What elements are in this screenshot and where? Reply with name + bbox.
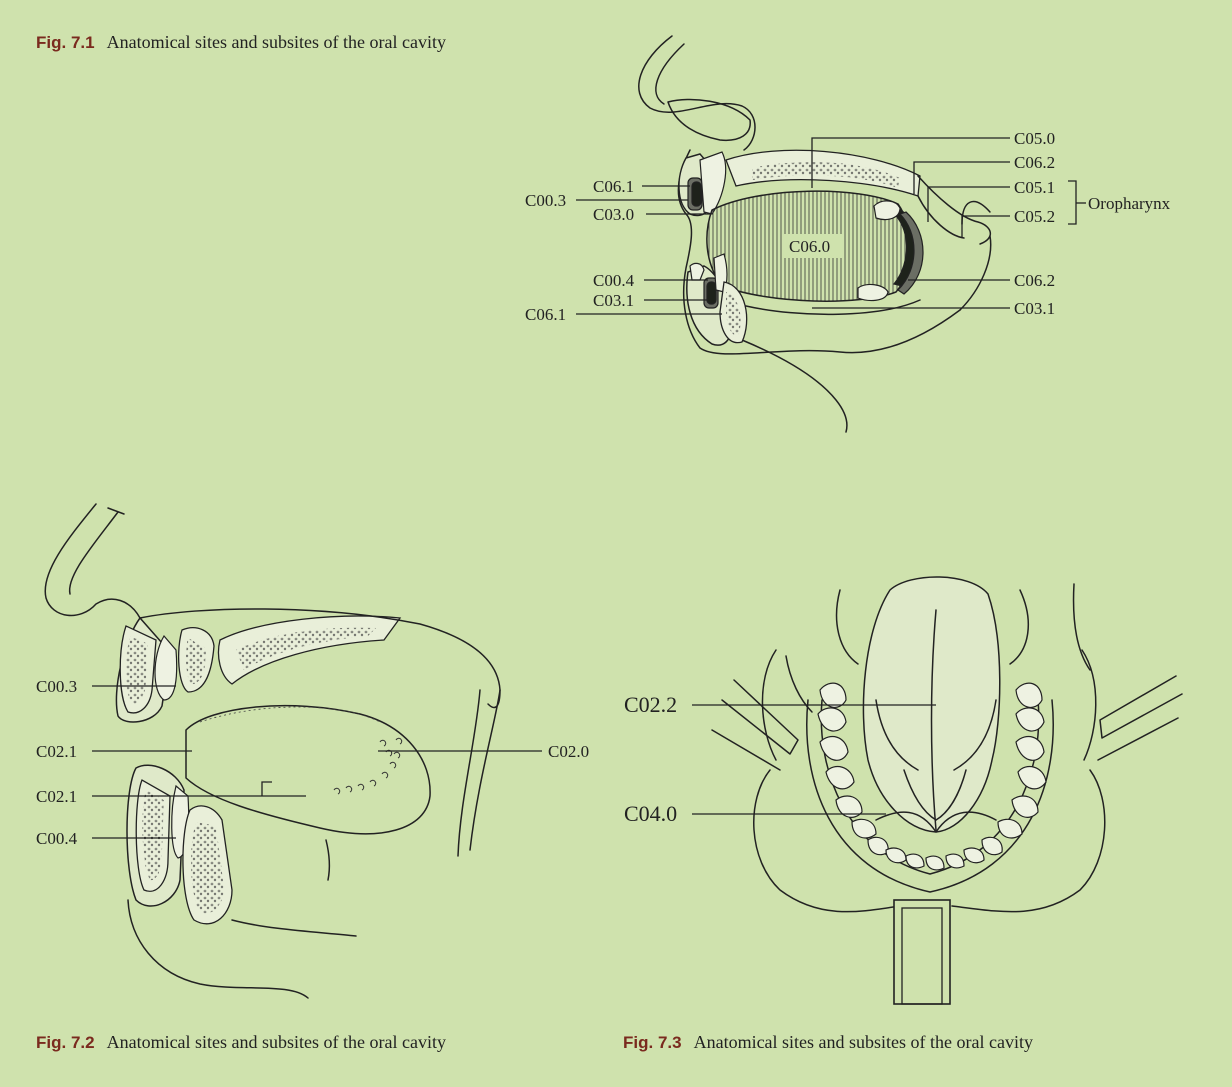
label-c06-1-upper: C06.1	[593, 177, 634, 196]
label-c03-1-left: C03.1	[593, 291, 634, 310]
figure-7-1-illustration	[638, 35, 992, 433]
figure-7-2-caption: Fig. 7.2 Anatomical sites and subsites of…	[36, 1032, 446, 1053]
label-c06-1-lower: C06.1	[525, 305, 566, 324]
label-c05-2: C05.2	[1014, 207, 1055, 226]
label-c05-1: C05.1	[1014, 178, 1055, 197]
label-c00-4-fig2: C00.4	[36, 829, 78, 848]
label-c03-0: C03.0	[593, 205, 634, 224]
label-c05-0: C05.0	[1014, 129, 1055, 148]
label-c02-0: C02.0	[548, 742, 589, 761]
figure-7-2-caption-text: Anatomical sites and subsites of the ora…	[106, 1032, 446, 1052]
figure-7-3-illustration	[711, 576, 1183, 1005]
figure-7-1-number: Fig. 7.1	[36, 33, 95, 52]
figure-7-3-caption: Fig. 7.3 Anatomical sites and subsites of…	[623, 1032, 1033, 1053]
label-c04-0: C04.0	[624, 801, 677, 826]
label-c02-2: C02.2	[624, 692, 677, 717]
label-c02-1-b: C02.1	[36, 787, 77, 806]
figure-7-2-illustration	[44, 503, 501, 999]
label-c00-3: C00.3	[525, 191, 566, 210]
label-c06-2-lower: C06.2	[1014, 271, 1055, 290]
figure-7-2-number: Fig. 7.2	[36, 1033, 95, 1052]
figure-7-1-caption: Fig. 7.1 Anatomical sites and subsites of…	[36, 32, 446, 53]
label-c03-1-right: C03.1	[1014, 299, 1055, 318]
figure-7-2-leaders	[92, 685, 542, 839]
label-c00-3-fig2: C00.3	[36, 677, 77, 696]
label-oropharynx: Oropharynx	[1088, 194, 1171, 213]
label-c06-0: C06.0	[789, 237, 830, 256]
label-c00-4: C00.4	[593, 271, 635, 290]
figure-7-1-caption-text: Anatomical sites and subsites of the ora…	[106, 32, 446, 52]
lower-teeth	[817, 682, 1047, 871]
figure-7-3-number: Fig. 7.3	[623, 1033, 682, 1052]
figure-7-3-caption-text: Anatomical sites and subsites of the ora…	[693, 1032, 1033, 1052]
figure-7-1-leaders	[576, 137, 1086, 315]
label-c02-1-a: C02.1	[36, 742, 77, 761]
label-c06-2-upper: C06.2	[1014, 153, 1055, 172]
